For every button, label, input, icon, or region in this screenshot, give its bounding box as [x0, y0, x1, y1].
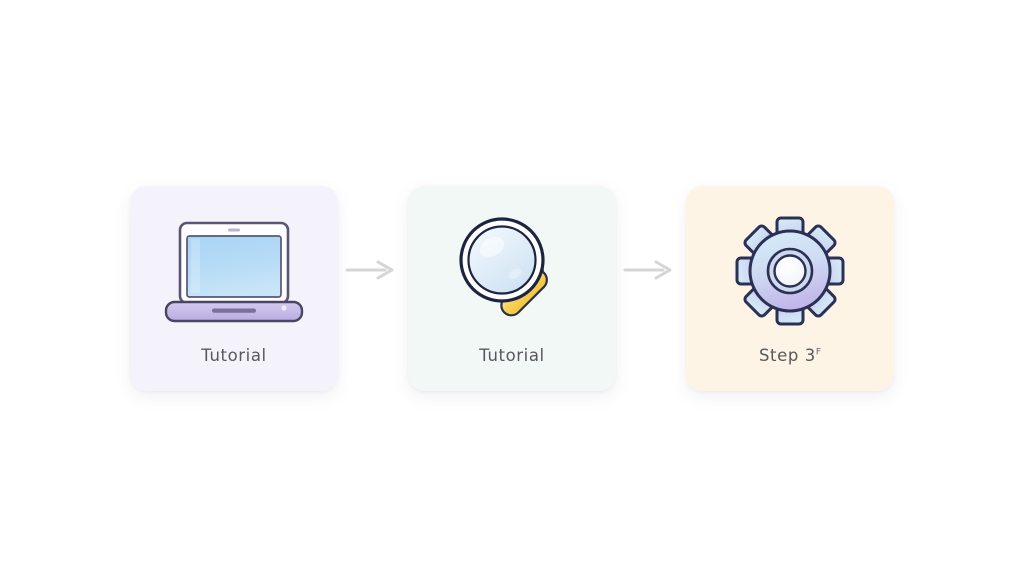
- step-label-text-1: Tutorial: [201, 345, 267, 365]
- step-card-3[interactable]: Step 3F: [686, 185, 894, 391]
- step-card-label-1: Tutorial: [201, 346, 266, 365]
- step-label-text-2: Tutorial: [479, 345, 545, 365]
- laptop-icon: [159, 208, 309, 334]
- step-card-1[interactable]: Tutorial: [130, 185, 338, 391]
- step-card-label-2: Tutorial: [479, 346, 544, 365]
- arrow-right-icon-1: [338, 250, 408, 290]
- step-label-suffix-3: F: [815, 347, 822, 357]
- step-label-text-3: Step 3: [758, 345, 816, 365]
- arrow-right-icon-2: [616, 250, 686, 290]
- step-card-label-3: Step 3F: [759, 346, 821, 365]
- gear-icon: [715, 208, 865, 334]
- magnifier-icon: [437, 208, 587, 334]
- step-card-2[interactable]: Tutorial: [408, 185, 616, 391]
